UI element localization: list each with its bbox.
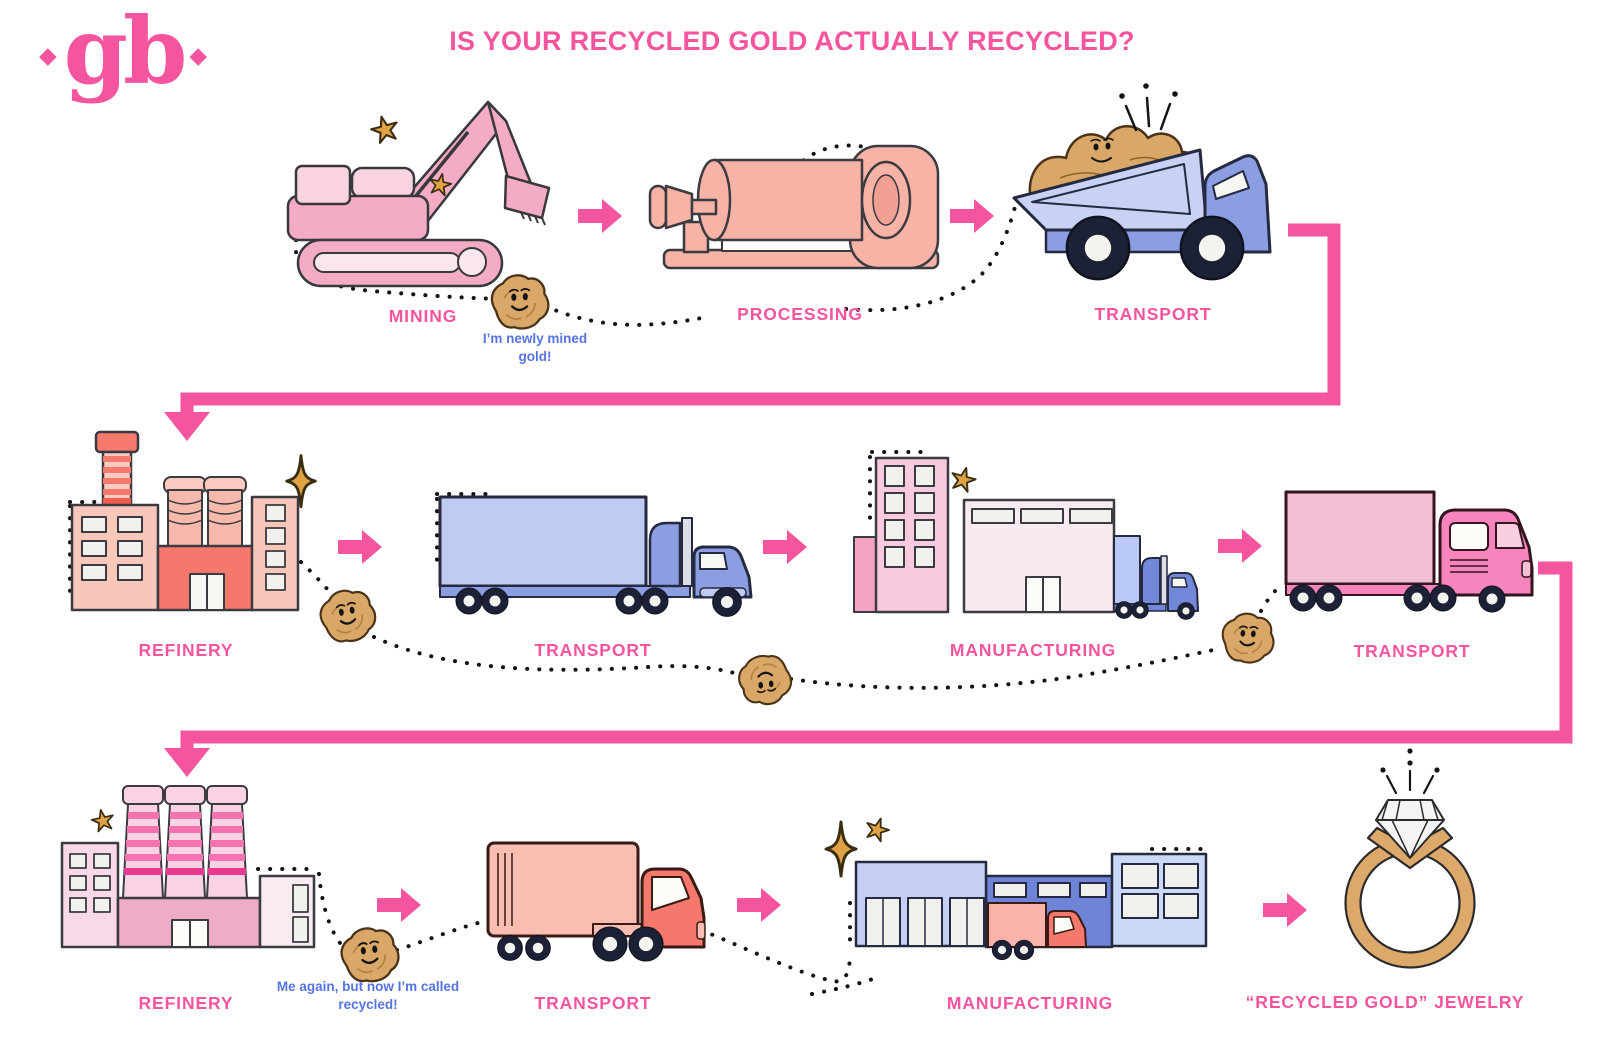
diamond-icon: ◆ xyxy=(189,41,208,68)
arrow-icon xyxy=(377,888,421,922)
arrow-icon xyxy=(737,888,781,922)
logo-text: gb xyxy=(63,0,188,106)
stage-label-transport-2: TRANSPORT xyxy=(534,640,652,660)
excavator-icon xyxy=(286,100,551,288)
stage-label-mining: MINING xyxy=(388,306,458,326)
gold-nugget-icon xyxy=(736,652,794,708)
sparkle-icon xyxy=(824,820,858,878)
page-title: IS YOUR RECYCLED GOLD ACTUALLY RECYCLED? xyxy=(449,26,1135,56)
star-icon xyxy=(862,814,893,844)
stage-label-transport-4: TRANSPORT xyxy=(534,993,652,1013)
arrow-icon xyxy=(950,199,994,233)
step-arrow-icons xyxy=(338,199,1307,927)
star-icon xyxy=(947,463,979,494)
ball-mill-icon xyxy=(648,144,940,270)
small-blue-truck-icon xyxy=(1113,535,1199,620)
gb-logo: ◆ gb ◆ xyxy=(28,0,218,110)
stage-label-manufacturing-1: MANUFACTURING xyxy=(949,640,1117,660)
diamond-icon: ◆ xyxy=(38,41,57,68)
stage-label-transport-3: TRANSPORT xyxy=(1353,641,1471,661)
pink-box-truck-icon xyxy=(1284,490,1534,613)
arrow-icon xyxy=(1263,893,1307,927)
semi-truck-icon xyxy=(438,495,753,617)
arrow-icon xyxy=(338,530,382,564)
star-icon xyxy=(89,806,117,834)
gold-nugget-icon xyxy=(338,924,402,985)
flow-connector-row2-row3 xyxy=(164,561,1573,777)
stage-label-transport-1: TRANSPORT xyxy=(1094,304,1212,324)
salmon-box-truck-icon xyxy=(486,841,706,962)
diamond-ring-icon xyxy=(1344,748,1476,969)
gold-nugget-icon xyxy=(1218,610,1278,666)
stage-label-processing: PROCESSING xyxy=(737,304,863,324)
manufacturing-1-buildings-icon xyxy=(853,456,1199,620)
arrow-icon xyxy=(1218,529,1262,563)
star-icon xyxy=(367,112,402,146)
nugget-speech-recycled: Me again, but now I’m called recycled! xyxy=(276,979,460,1012)
gold-nugget-icon xyxy=(316,585,380,646)
refinery-2-factory-icon xyxy=(60,785,316,949)
arrow-icon xyxy=(763,530,807,564)
stage-label-manufacturing-2: MANUFACTURING xyxy=(946,993,1114,1013)
nugget-speech-newly-mined: I’m newly mined gold! xyxy=(482,331,588,364)
dump-truck-icon xyxy=(1012,83,1272,281)
manufacturing-2-buildings-icon xyxy=(824,814,1208,961)
refinery-1-factory-icon xyxy=(70,430,317,612)
stage-label-refinery-2: REFINERY xyxy=(138,993,234,1013)
arrow-icon xyxy=(578,199,622,233)
stage-label-refinery-1: REFINERY xyxy=(138,640,234,660)
flow-connector-row1-row2 xyxy=(164,223,1341,441)
stage-label-recycled-gold-jewelry: “RECYCLED GOLD” JEWELRY xyxy=(1245,992,1525,1012)
gold-nugget-icon xyxy=(490,274,550,330)
chimneys xyxy=(122,785,248,899)
small-salmon-truck-icon xyxy=(987,902,1087,961)
